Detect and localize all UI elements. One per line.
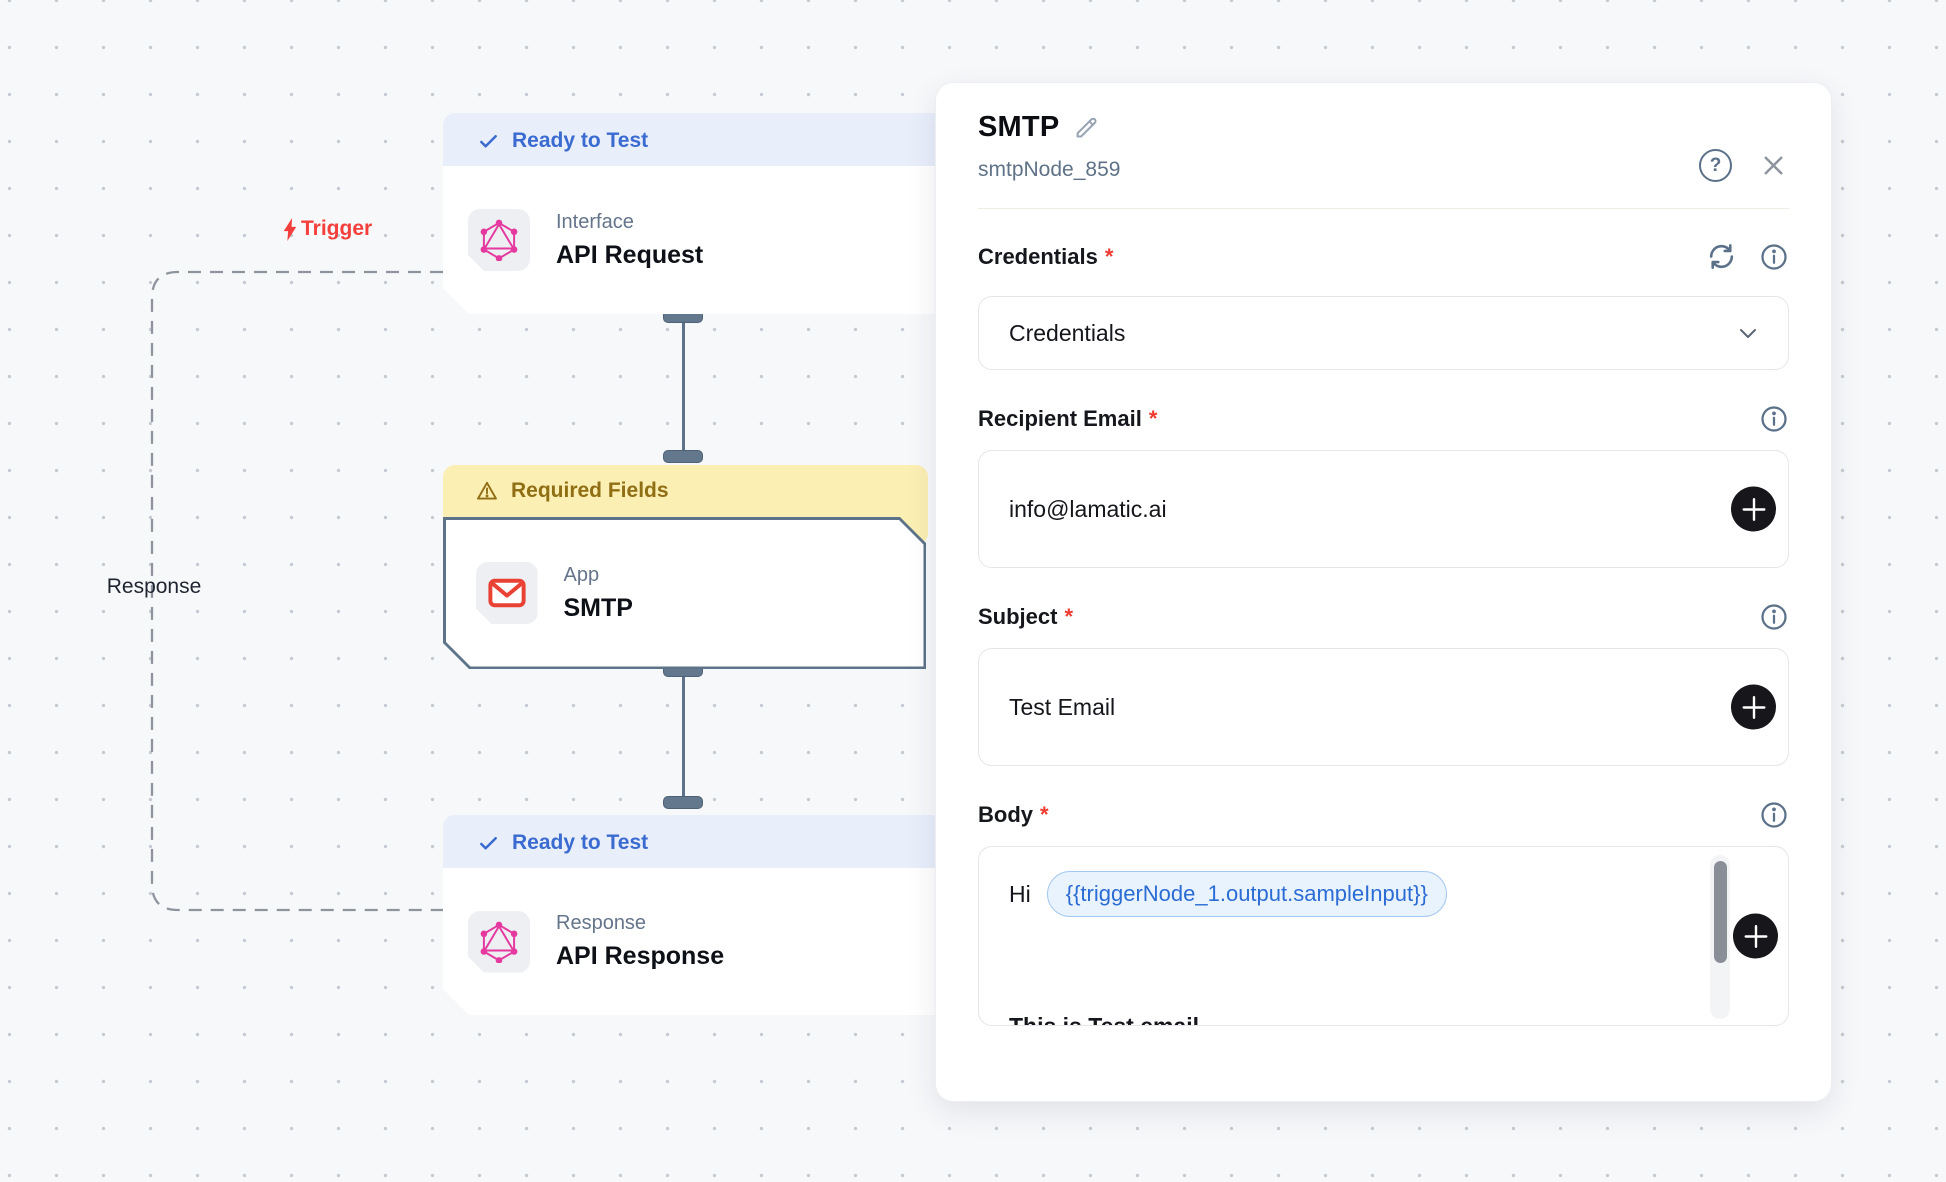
- node-api-request-status-badge: Ready to Test: [443, 113, 943, 169]
- required-marker: *: [1064, 604, 1074, 629]
- help-glyph: ?: [1709, 154, 1722, 176]
- node-category: App: [563, 563, 600, 586]
- node-status-text: Ready to Test: [512, 831, 649, 854]
- edit-pencil-icon[interactable]: [1073, 114, 1100, 141]
- recipient-email-value: info@lamatic.ai: [1009, 495, 1167, 522]
- handle-smtp-input[interactable]: [663, 450, 703, 463]
- email-icon: [476, 562, 538, 624]
- body-scrollbar[interactable]: [1710, 855, 1730, 1019]
- subject-value: Test Email: [1009, 693, 1116, 720]
- node-title: API Request: [556, 240, 704, 269]
- insert-variable-button[interactable]: [1733, 913, 1778, 959]
- recipient-email-label: Recipient Email*: [978, 406, 1158, 431]
- node-smtp[interactable]: App SMTP: [443, 517, 926, 669]
- info-icon[interactable]: [1759, 404, 1789, 434]
- header-divider: [978, 208, 1789, 209]
- node-api-response-status-badge: Ready to Test: [443, 815, 943, 871]
- info-icon[interactable]: [1759, 602, 1789, 632]
- required-marker: *: [1148, 406, 1158, 431]
- lightning-bolt-icon: [282, 217, 299, 241]
- body-label: Body*: [978, 802, 1049, 827]
- credentials-label: Credentials*: [978, 243, 1114, 269]
- insert-variable-button[interactable]: [1731, 684, 1776, 730]
- trigger-edge-label-text: Trigger: [301, 217, 373, 240]
- node-title: SMTP: [563, 593, 633, 622]
- check-icon: [477, 832, 500, 855]
- node-category: Response: [556, 912, 647, 934]
- info-icon[interactable]: [1759, 800, 1789, 830]
- handle-api-response-input[interactable]: [663, 796, 703, 809]
- warning-triangle-icon: [475, 479, 499, 503]
- help-icon[interactable]: ?: [1699, 149, 1732, 182]
- variable-token[interactable]: {{triggerNode_1.output.sampleInput}}: [1046, 871, 1447, 917]
- recipient-email-field[interactable]: info@lamatic.ai: [978, 450, 1789, 568]
- node-title: API Response: [556, 942, 725, 970]
- graphql-icon: [468, 209, 530, 271]
- node-api-request[interactable]: Interface API Request: [443, 166, 943, 314]
- trigger-edge-label: Trigger: [282, 217, 372, 241]
- graphql-icon: [468, 911, 530, 973]
- body-text-prefix: Hi: [1009, 880, 1031, 907]
- response-edge-label: Response: [106, 575, 202, 598]
- info-icon[interactable]: [1759, 242, 1789, 272]
- node-status-text: Ready to Test: [512, 129, 649, 152]
- body-text-line2: This is Test email: [1009, 1013, 1200, 1026]
- smtp-config-panel: SMTP smtpNode_859 ?: [935, 82, 1832, 1102]
- body-scrollbar-thumb[interactable]: [1713, 861, 1727, 963]
- panel-title: SMTP: [978, 111, 1060, 143]
- insert-variable-button[interactable]: [1731, 486, 1776, 532]
- body-field[interactable]: Hi {{triggerNode_1.output.sampleInput}} …: [978, 846, 1789, 1026]
- close-icon[interactable]: [1758, 150, 1789, 181]
- subject-field[interactable]: Test Email: [978, 648, 1789, 766]
- check-icon: [477, 130, 500, 153]
- subject-label: Subject*: [978, 604, 1074, 629]
- edge-request-to-smtp: [682, 316, 685, 462]
- node-warning-text: Required Fields: [511, 479, 669, 502]
- credentials-select[interactable]: Credentials: [978, 296, 1789, 370]
- node-category: Interface: [556, 210, 634, 233]
- edge-smtp-to-response: [682, 672, 685, 808]
- credentials-select-value: Credentials: [1009, 319, 1126, 346]
- required-marker: *: [1040, 802, 1049, 827]
- node-api-response[interactable]: Response API Response: [443, 868, 943, 1015]
- required-marker: *: [1104, 243, 1114, 269]
- refresh-icon[interactable]: [1706, 241, 1737, 272]
- chevron-down-icon: [1736, 321, 1760, 345]
- node-id-subtitle: smtpNode_859: [978, 158, 1121, 181]
